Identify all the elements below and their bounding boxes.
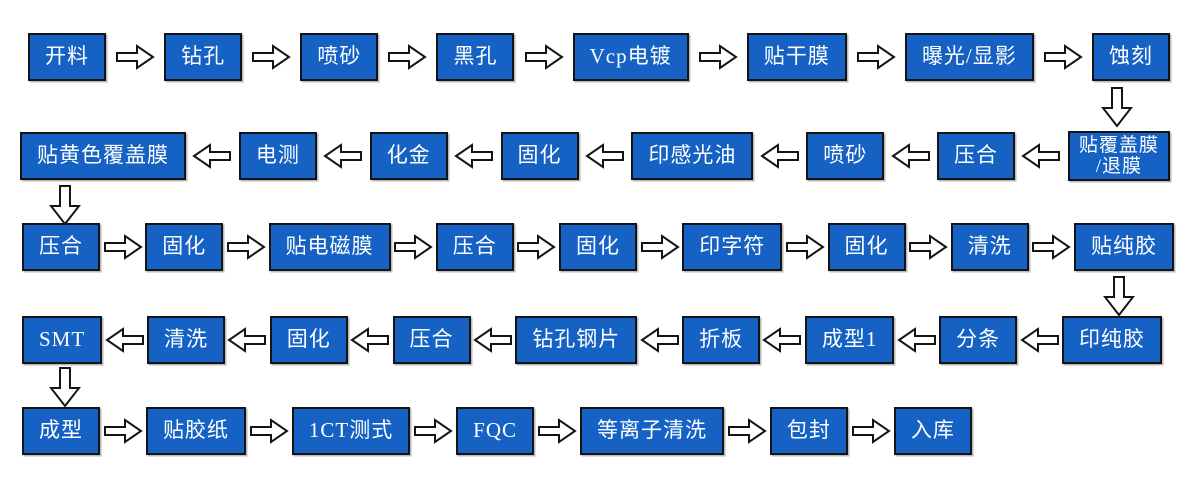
flow-arrow-right-icon xyxy=(393,233,433,261)
process-box: 喷砂 xyxy=(806,132,885,180)
process-box: 包封 xyxy=(769,407,848,455)
flow-arrow-right-icon xyxy=(698,43,738,71)
process-box: 印纯胶 xyxy=(1061,316,1162,364)
process-box: Vcp电镀 xyxy=(572,33,689,81)
flow-arrow-right-icon xyxy=(524,43,564,71)
process-box: 1CT测式 xyxy=(291,407,411,455)
process-box: 贴黄色覆盖膜 xyxy=(20,132,186,180)
process-box: 蚀刻 xyxy=(1091,33,1170,81)
process-box: 固化 xyxy=(827,223,906,271)
flow-arrow-left-icon xyxy=(760,142,800,170)
process-box: 电测 xyxy=(238,132,317,180)
flow-arrow-down-icon xyxy=(1103,275,1135,317)
flow-arrow-right-icon xyxy=(387,43,428,71)
flow-arrow-right-icon xyxy=(785,233,825,261)
process-box: 贴纯胶 xyxy=(1074,223,1174,271)
flow-arrow-left-icon xyxy=(585,142,625,170)
process-box: 钻孔 xyxy=(164,33,243,81)
process-box: 黑孔 xyxy=(436,33,515,81)
flow-row-4: SMT 清洗固化压合钻孔钢片折板成型1 分条印纯胶 xyxy=(22,315,1162,365)
flow-arrow-left-icon xyxy=(473,326,513,354)
process-box: FQC xyxy=(456,407,535,455)
process-box: 清洗 xyxy=(146,316,225,364)
flow-arrow-left-icon xyxy=(192,142,232,170)
flow-arrow-right-icon xyxy=(249,417,289,445)
flow-arrow-left-icon xyxy=(104,326,145,354)
flow-arrow-right-icon xyxy=(856,43,896,71)
process-box: 贴电磁膜 xyxy=(268,223,391,271)
flow-row-5: 成型贴胶纸 1CT测式 FQC 等离子清洗包封入库 xyxy=(22,406,972,456)
process-box: 压合 xyxy=(937,132,1016,180)
flow-arrow-left-icon xyxy=(890,142,931,170)
flow-arrow-right-icon xyxy=(103,233,143,261)
flow-arrow-right-icon xyxy=(851,417,891,445)
process-box: 喷砂 xyxy=(300,33,379,81)
process-box: 开料 xyxy=(28,33,106,81)
process-box: 等离子清洗 xyxy=(579,407,724,455)
flow-arrow-left-icon xyxy=(1021,142,1061,170)
flow-row-3: 压合固化贴电磁膜压合固化印字符固化清洗贴纯胶 xyxy=(22,222,1174,272)
flow-arrow-right-icon xyxy=(537,417,577,445)
flow-arrow-right-icon xyxy=(103,417,143,445)
process-box: 入库 xyxy=(893,407,972,455)
process-box: 分条 xyxy=(939,316,1018,364)
process-box: 成型 xyxy=(22,407,100,455)
flow-arrow-left-icon xyxy=(454,142,494,170)
process-box: 贴胶纸 xyxy=(145,407,246,455)
process-box: 折板 xyxy=(682,316,761,364)
process-box: SMT xyxy=(22,316,103,364)
flow-row-2: 贴黄色覆盖膜 电测 化金 固化 印感光油 喷砂 压合 贴覆盖膜 /退膜 xyxy=(20,131,1170,181)
process-box: 清洗 xyxy=(950,223,1029,271)
process-box: 曝光/显影 xyxy=(904,33,1034,81)
process-box: 贴干膜 xyxy=(746,33,847,81)
process-box: 贴覆盖膜 /退膜 xyxy=(1067,131,1170,181)
process-box: 印字符 xyxy=(682,223,783,271)
flow-arrow-left-icon xyxy=(897,326,937,354)
flow-arrow-right-icon xyxy=(413,417,453,445)
process-box: 固化 xyxy=(145,223,224,271)
process-box: 压合 xyxy=(22,223,100,271)
process-box: 压合 xyxy=(392,316,471,364)
process-box: 固化 xyxy=(559,223,637,271)
flow-arrow-right-icon xyxy=(516,233,557,261)
flow-arrow-right-icon xyxy=(1031,233,1072,261)
flow-arrow-down-icon xyxy=(1101,86,1133,128)
flow-arrow-left-icon xyxy=(1019,326,1060,354)
flow-arrow-left-icon xyxy=(762,326,802,354)
flow-arrow-right-icon xyxy=(226,233,266,261)
flow-arrow-right-icon xyxy=(727,417,767,445)
flow-arrow-left-icon xyxy=(639,326,680,354)
process-box: 印感光油 xyxy=(631,132,754,180)
flow-arrow-right-icon xyxy=(251,43,291,71)
flow-arrow-right-icon xyxy=(908,233,948,261)
process-box: 固化 xyxy=(500,132,579,180)
flow-arrow-right-icon xyxy=(1043,43,1083,71)
process-box: 压合 xyxy=(435,223,514,271)
flow-arrow-right-icon xyxy=(115,43,155,71)
process-box: 固化 xyxy=(269,316,348,364)
process-box: 钻孔钢片 xyxy=(515,316,638,364)
process-box: 成型1 xyxy=(804,316,895,364)
flow-row-1: 开料 钻孔 喷砂 黑孔 Vcp电镀 贴干膜 曝光/显影 蚀刻 xyxy=(28,32,1170,82)
flow-arrow-right-icon xyxy=(640,233,680,261)
flow-arrow-left-icon xyxy=(227,326,267,354)
flow-arrow-left-icon xyxy=(323,142,363,170)
flow-arrow-left-icon xyxy=(350,326,390,354)
process-box: 化金 xyxy=(369,132,448,180)
flow-arrow-down-icon xyxy=(49,366,81,408)
flow-arrow-down-icon xyxy=(49,184,81,226)
